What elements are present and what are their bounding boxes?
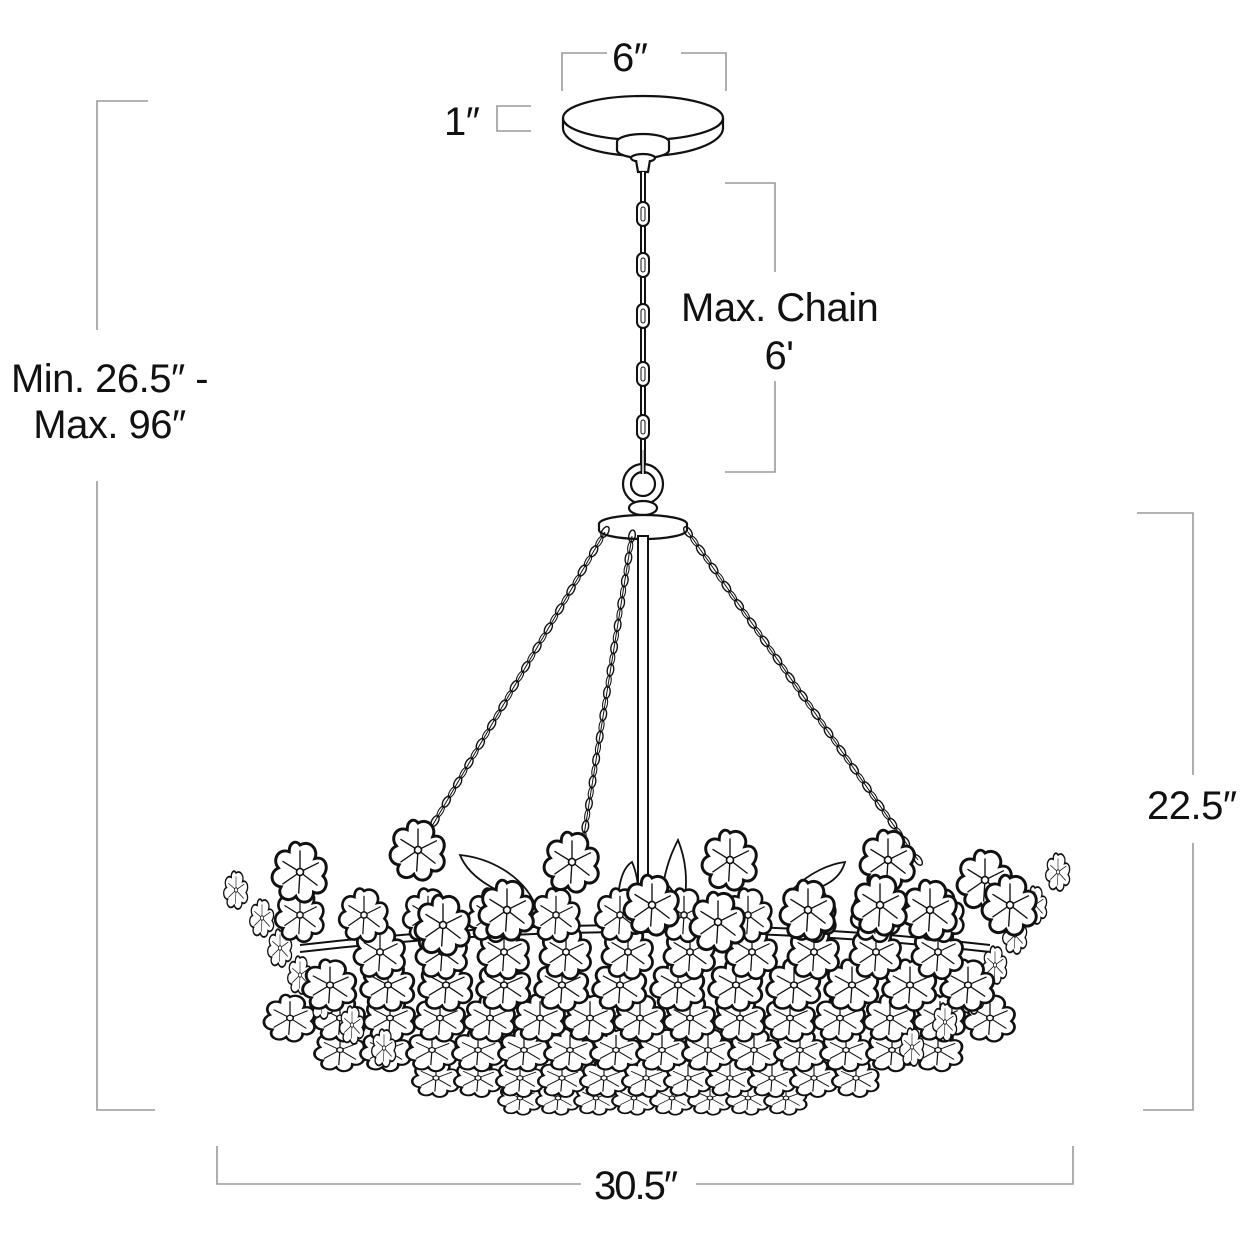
body-width-label: 30.5″ [594, 1164, 678, 1208]
body-height-label: 22.5″ [1147, 784, 1237, 828]
dimension-lines [96, 52, 1194, 1185]
canopy [561, 94, 725, 174]
max-chain-label-line2: 6' [764, 334, 794, 378]
loop-and-plate [597, 450, 689, 541]
canopy-width-label: 6″ [612, 36, 648, 80]
center-rod [637, 535, 649, 917]
overall-height-label: Min. 26.5″ - Max. 96″ [2, 356, 217, 448]
overall-height-label-line1: Min. 26.5″ - [10, 357, 209, 401]
max-chain-label: Max. Chain 6' [681, 284, 879, 380]
overall-height-label-line2: Max. 96″ [33, 403, 186, 447]
max-chain-label-line1: Max. Chain [681, 286, 879, 330]
canopy-height-label: 1″ [444, 100, 480, 144]
main-chain [636, 172, 650, 470]
suspension-chains [412, 524, 925, 868]
